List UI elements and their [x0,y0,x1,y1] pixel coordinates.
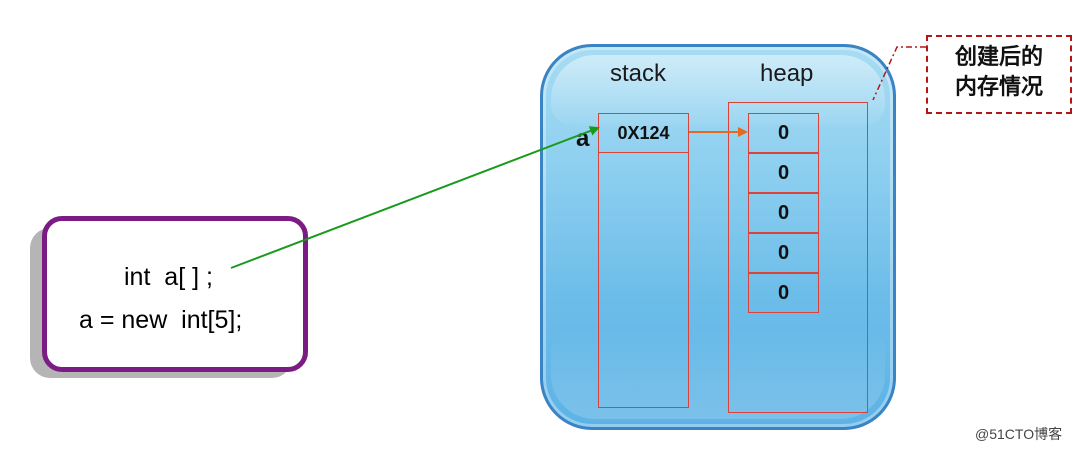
callout-box: 创建后的 内存情况 [926,35,1072,114]
code-line-allocation: a = new int[5]; [79,306,243,334]
callout-line-2: 内存情况 [954,74,1043,99]
callout-leader-line [872,46,926,101]
watermark: @51CTO博客 [975,426,1063,442]
callout-line-1: 创建后的 [954,44,1043,69]
code-line-declaration: int a[ ] ; [124,263,213,291]
heap-cell: 0 [748,273,819,313]
heap-cell: 0 [748,153,819,193]
reference-arrow-green [230,126,600,269]
heap-cell: 0 [748,233,819,273]
heap-cell: 0 [748,113,819,153]
code-box: int a[ ] ; a = new int[5]; [42,216,308,372]
heap-label: heap [760,60,814,87]
heap-column [728,102,868,413]
stack-label: stack [610,60,667,87]
memory-container [540,44,896,430]
heap-cell: 0 [748,193,819,233]
memory-bottom-shade [551,329,885,419]
